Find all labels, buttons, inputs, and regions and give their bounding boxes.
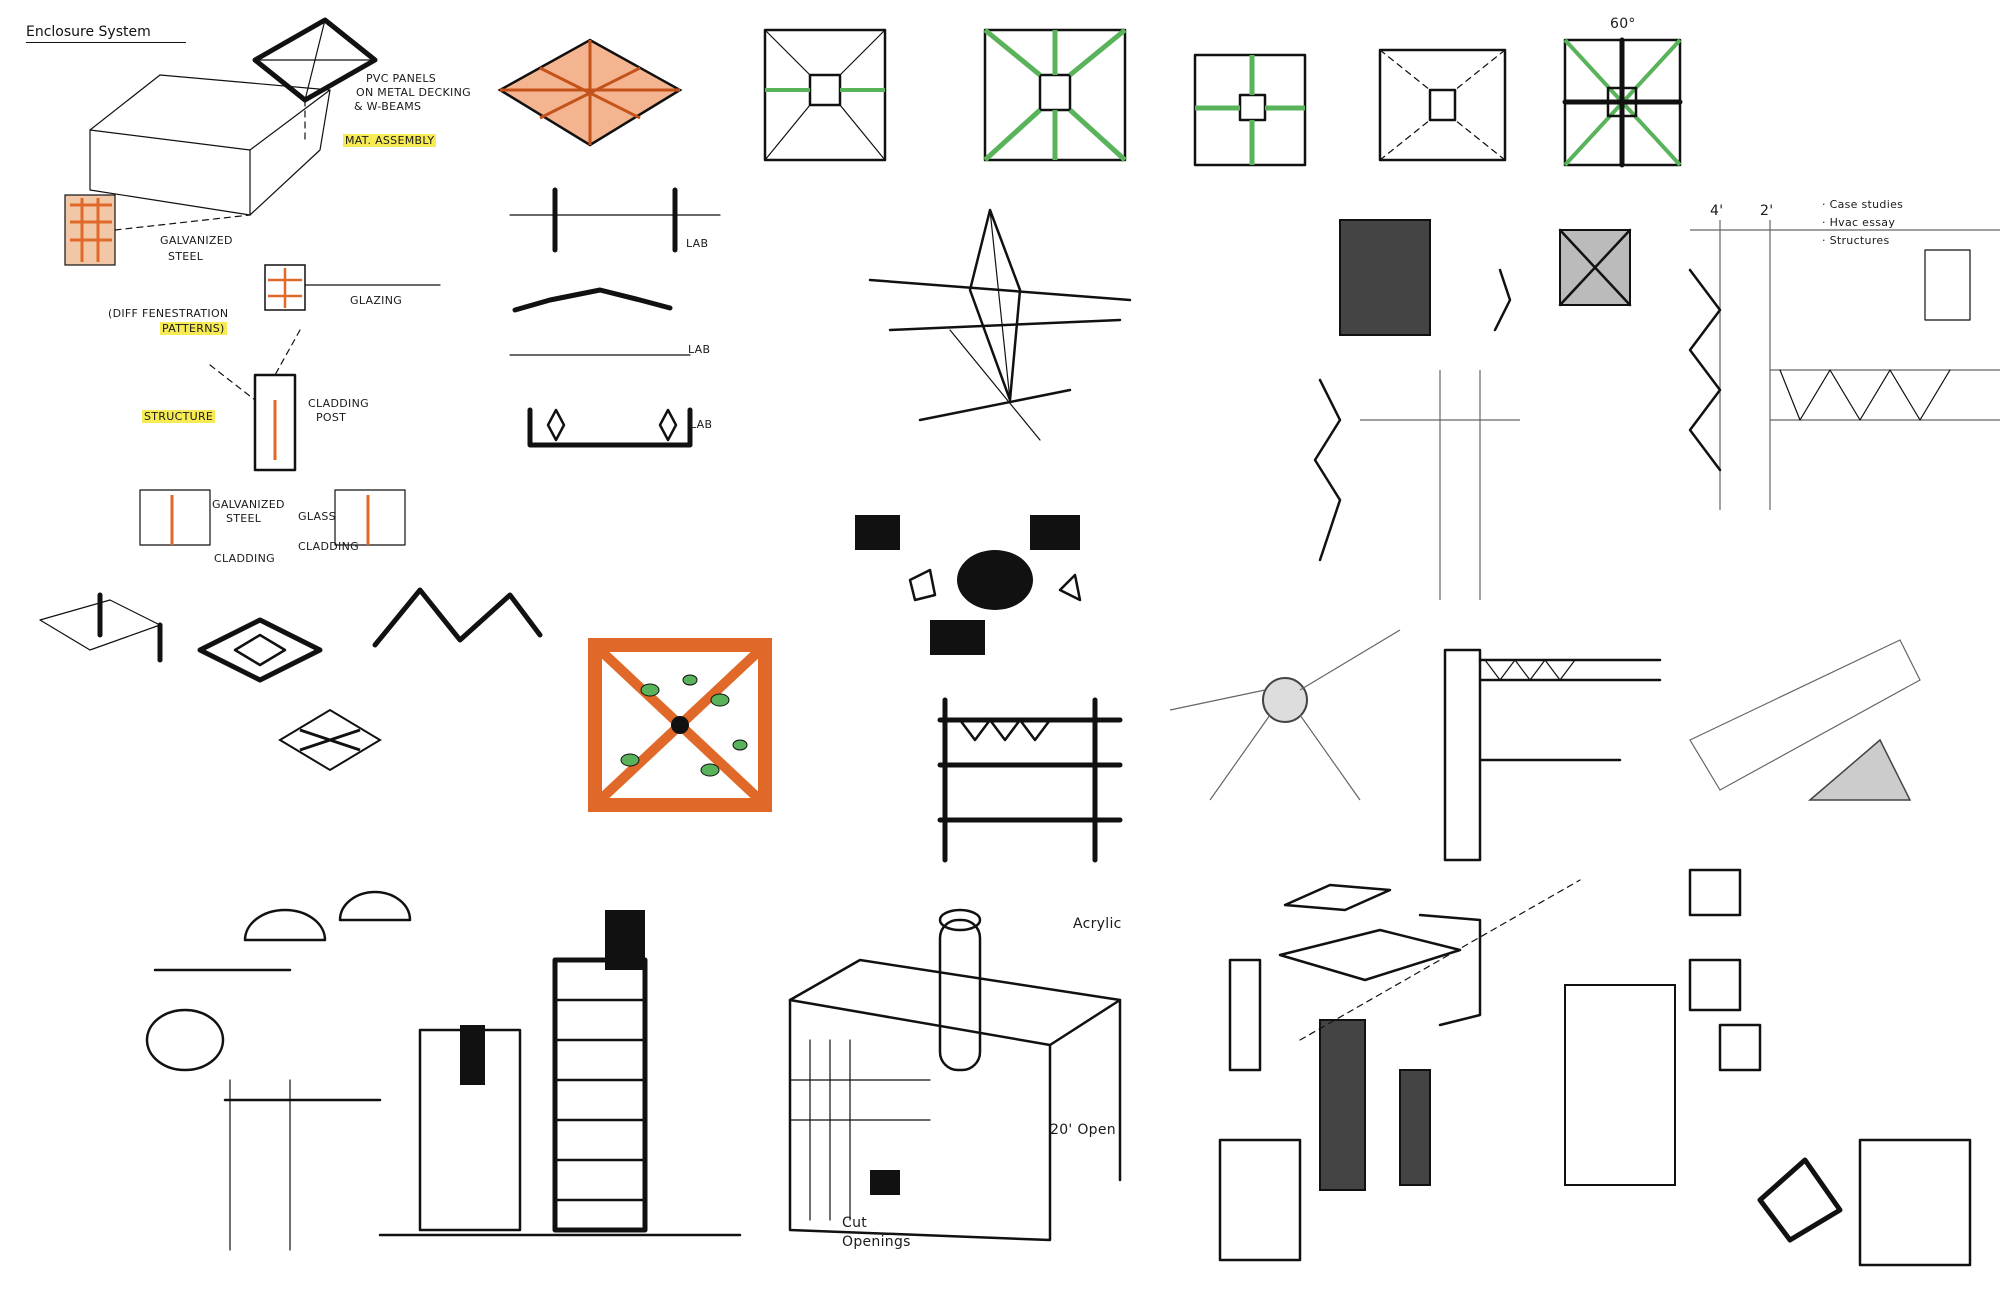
note-pvc-panels: PVC Panels <box>366 72 437 85</box>
enclosure-exploded-axon <box>64 17 441 546</box>
note-sixty-degrees: 60° <box>1610 16 1636 32</box>
truss-section-4ft <box>1688 220 2000 510</box>
note-galvanized-1a: Galvanized <box>160 234 233 247</box>
note-glass: Glass <box>298 510 336 523</box>
note-cladding-post-a: Cladding <box>308 397 369 410</box>
note-diff-fenestration-b: Patterns) <box>160 322 227 335</box>
plan-square-5 <box>1562 37 1683 168</box>
note-lab-1: Lab <box>686 237 709 250</box>
note-cut-openings-b: Openings <box>842 1234 911 1250</box>
acrylic-cylinder-box <box>788 908 1122 1242</box>
note-metal-decking: on metal decking <box>356 86 471 99</box>
dome-elevation <box>145 890 412 1251</box>
note-cut-openings-a: Cut <box>842 1215 868 1231</box>
black-plan-blobs <box>855 515 1082 655</box>
note-diff-fenestration-a: (Diff Fenestration <box>108 307 229 320</box>
pencil-truss-frame <box>1443 639 1921 862</box>
note-galvanized-2a: Galvanized <box>212 498 285 511</box>
lattice-tower <box>868 208 1132 441</box>
note-cladding-post-b: Post <box>316 411 347 424</box>
page-title: Enclosure System <box>26 24 186 43</box>
note-lab-3: Lab <box>690 418 713 431</box>
note-hvac-essay: · Hvac essay <box>1822 216 1896 229</box>
orange-roof-panel <box>497 38 683 147</box>
pencil-ball-node <box>1169 629 1401 801</box>
note-four-ft: 4' <box>1710 203 1724 219</box>
plan-square-1 <box>763 28 887 162</box>
note-cladding-2: Cladding <box>298 540 359 553</box>
note-w-beams: & W-Beams <box>354 100 422 113</box>
note-galvanized-2b: Steel <box>226 512 262 525</box>
note-mat-assembly: Mat. Assembly <box>343 134 437 147</box>
plan-square-4 <box>1378 48 1507 162</box>
plan-square-3 <box>1193 53 1307 167</box>
note-cladding-1: Cladding <box>214 552 275 565</box>
note-galvanized-1b: Steel <box>168 250 204 263</box>
truss-floors <box>937 697 1123 863</box>
note-acrylic: Acrylic <box>1073 916 1122 932</box>
pencil-wall-sections <box>1313 219 1632 600</box>
small-axon-studies <box>39 587 543 772</box>
exploded-massing <box>1218 868 1972 1267</box>
note-structures: · Structures <box>1822 234 1890 247</box>
lab-sections <box>509 187 721 448</box>
tower-elevation <box>378 910 742 1237</box>
orange-vine-frame <box>588 638 772 812</box>
note-twenty-open: 20' Open <box>1050 1122 1116 1138</box>
note-structure: Structure <box>142 410 216 423</box>
note-lab-2: Lab <box>688 343 711 356</box>
note-glazing: Glazing <box>350 294 403 307</box>
note-case-studies: · Case studies <box>1822 198 1904 211</box>
plan-square-2 <box>983 28 1127 162</box>
note-two-ft: 2' <box>1760 203 1774 219</box>
